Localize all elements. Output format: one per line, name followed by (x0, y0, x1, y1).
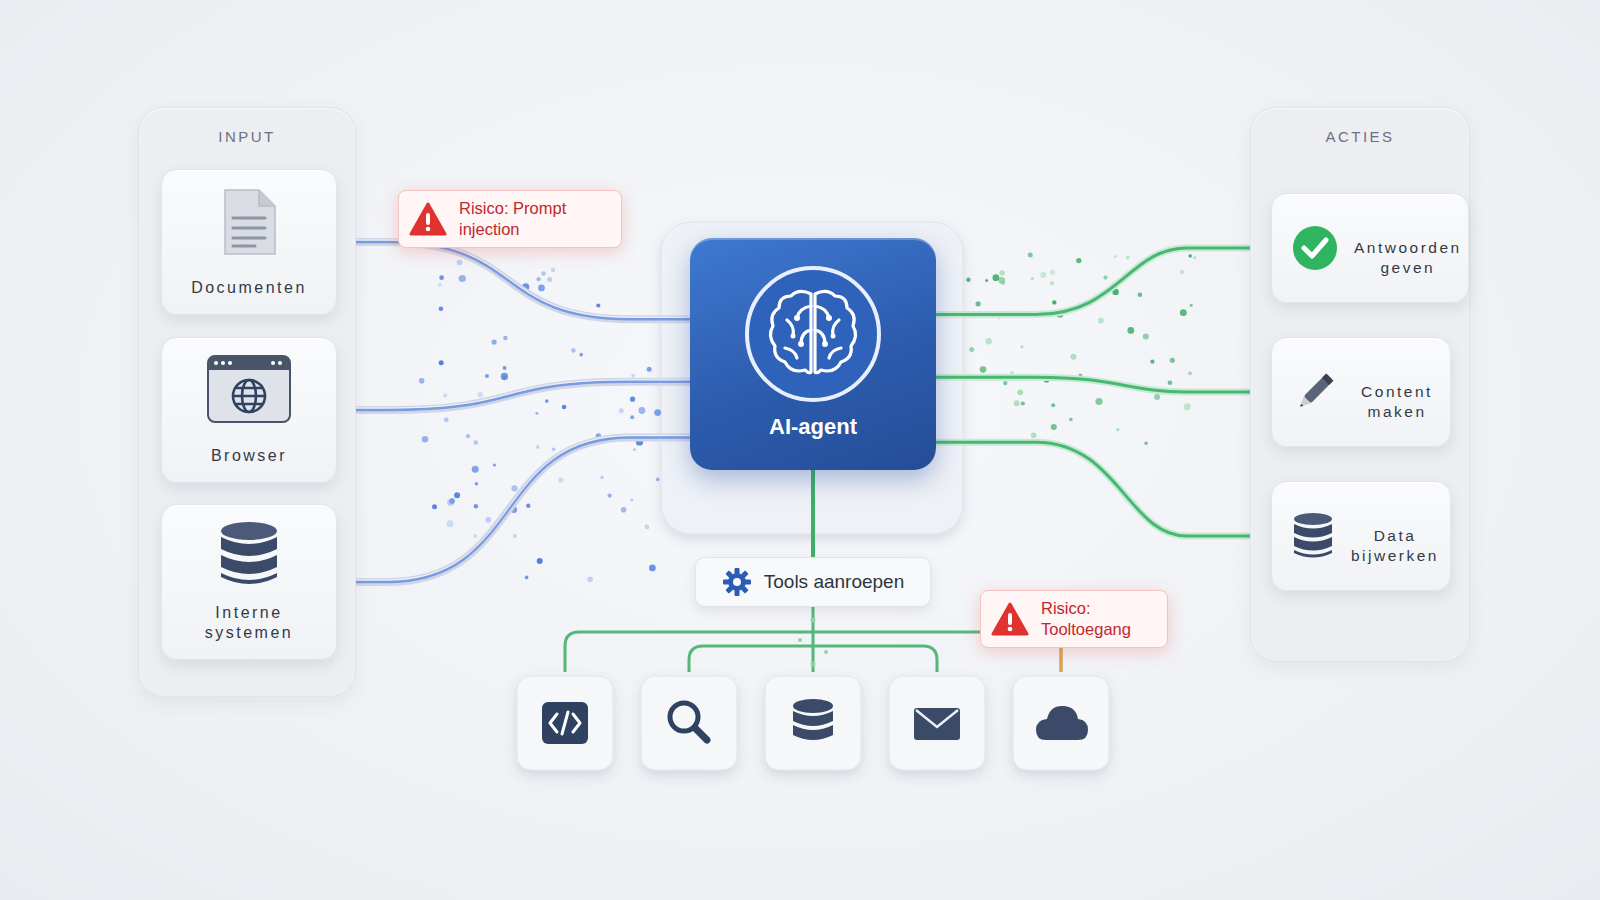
connector (337, 240, 690, 319)
action-box: Antwoorden geven (1271, 193, 1469, 303)
node-label: Antwoorden geven (1354, 238, 1462, 278)
connector (936, 239, 1269, 315)
node-label: Risico: Prompt injection (459, 198, 609, 240)
tool-wire-dots (798, 618, 828, 667)
brain-icon (739, 260, 887, 408)
input-box: Browser (161, 337, 337, 483)
connector (337, 380, 690, 410)
connector (936, 442, 1269, 545)
dbsmall-icon (1292, 512, 1334, 560)
node-label: Tools aanroepen (764, 571, 905, 593)
node-label: INPUT (139, 128, 355, 145)
doc-icon (217, 186, 281, 258)
agent-box: AI-agent (690, 238, 936, 470)
node-label: Documenten (191, 278, 307, 298)
node-label: ACTIES (1251, 128, 1469, 145)
db-icon (218, 521, 280, 587)
node-label: Browser (211, 446, 287, 466)
warn-icon (991, 602, 1029, 636)
action-box: Content maken (1271, 337, 1451, 447)
risk-callout: Risico: Prompt injection (398, 190, 622, 248)
risk-callout: Risico: Tooltoegang (980, 590, 1168, 648)
browser-icon (206, 354, 292, 424)
node-label: Content maken (1354, 382, 1440, 422)
input-box: Interne systemen (161, 504, 337, 660)
node-label: Risico: Tooltoegang (1041, 598, 1151, 640)
connector (936, 377, 1269, 401)
connector (813, 470, 814, 557)
warn-icon (409, 202, 447, 236)
code-icon (542, 702, 588, 744)
check-icon (1292, 225, 1338, 271)
mail-icon (914, 708, 960, 740)
gear-icon (722, 567, 752, 597)
risk-wire (1060, 648, 1063, 672)
input-box: Documenten (161, 169, 337, 315)
node-label: Interne systemen (170, 603, 328, 643)
actions-panel: ACTIES Antwoorden gevenContent makenData … (1250, 107, 1470, 662)
connector (337, 436, 690, 582)
tools-box: Tools aanroepen (695, 557, 931, 607)
node-label: AI-agent (769, 414, 857, 440)
search-icon (670, 703, 707, 740)
action-box: Data bijwerken (1271, 481, 1451, 591)
node-label: Data bijwerken (1350, 526, 1440, 566)
pencil-icon (1292, 369, 1338, 415)
database-icon (793, 699, 833, 740)
input-panel: INPUT DocumentenBrowserInterne systemen (138, 107, 356, 697)
tool-icons (517, 676, 1109, 770)
cloud-icon (1036, 706, 1088, 740)
